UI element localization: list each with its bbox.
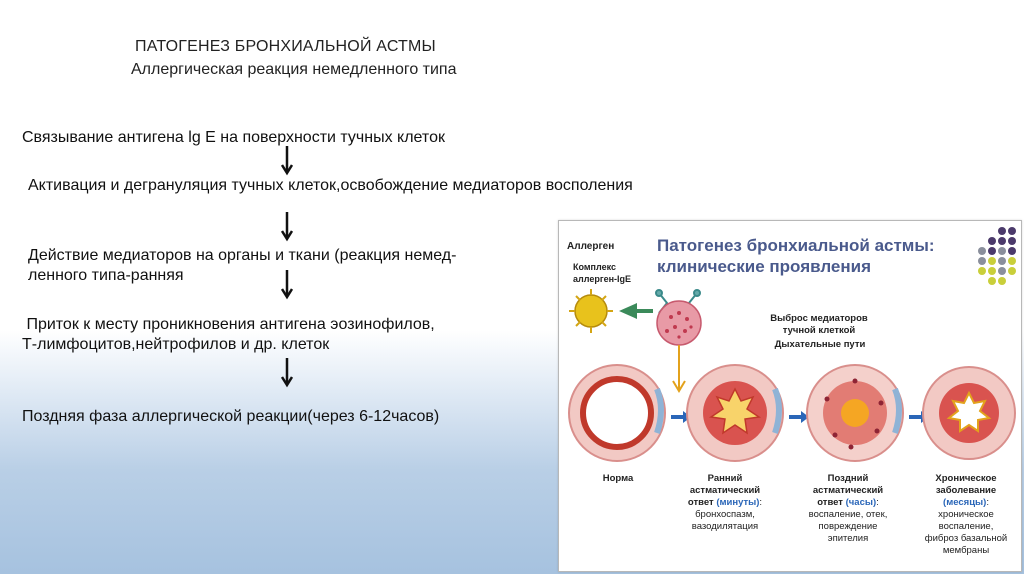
stage-chronic-desc-4: мембраны (942, 545, 990, 556)
step-5-line-1: Поздняя фаза аллергической реакции(через… (22, 408, 440, 425)
airway-sections (568, 364, 1016, 462)
stage-chronic-caption: Хроническое заболевание (месяцы): хронич… (913, 473, 1019, 557)
stage-early-colon: : (759, 497, 763, 508)
airway-early-icon (686, 364, 784, 462)
stage-chronic-line-2: заболевание (935, 485, 997, 496)
step-3: Действие медиаторов на органы и ткани (р… (28, 246, 456, 286)
stage-late-desc-1: воспаление, отек, (808, 509, 888, 520)
stage-chronic-colon: : (986, 497, 989, 508)
airway-late-icon (806, 364, 904, 462)
green-arrow-icon (619, 303, 653, 319)
down-arrow-icon (281, 212, 293, 242)
mediator-release-label: Выброс медиаторов тучной клеткой (759, 313, 879, 337)
step-4-line-1: Приток к месту проникновения антигена эо… (22, 316, 435, 333)
stage-early-line-1: Ранний (707, 473, 743, 484)
pathogenesis-figure: Патогенез бронхиальной астмы: клинически… (558, 220, 1022, 572)
step-5: Поздняя фаза аллергической реакции(через… (22, 407, 439, 427)
stage-late-caption: Поздний астматический ответ (часы): восп… (795, 473, 901, 545)
complex-label-line-1: Комплекс (573, 262, 616, 272)
stage-chronic-desc-1: хроническое (938, 509, 994, 520)
stage-late-time: (часы) (845, 497, 877, 508)
step-3-line-2: ленного типа-ранняя (28, 267, 184, 284)
slide-subtitle: Аллергическая реакция немедленного типа (131, 61, 457, 78)
progression-arrow-icon (671, 411, 691, 423)
mast-cell-icon (656, 300, 702, 346)
stage-late-colon: : (876, 497, 879, 508)
down-arrow-icon (281, 358, 293, 388)
complex-label: Комплекс аллерген-IgE (573, 261, 631, 285)
allergen-particle-icon (569, 289, 613, 333)
allergen-label: Аллерген (567, 241, 615, 252)
stage-chronic-time: (месяцы) (943, 497, 987, 508)
stage-late-desc-3: эпителия (827, 533, 869, 544)
stage-chronic-line-1: Хроническое (935, 473, 997, 484)
step-4: Приток к месту проникновения антигена эо… (22, 315, 435, 355)
stage-normal-name: Норма (602, 473, 634, 484)
stage-early-line-2: астматический (689, 485, 761, 496)
stage-early-desc-1: бронхоспазм, (695, 509, 755, 520)
mediator-release-line-2: тучной клеткой (782, 325, 856, 336)
stage-early-time: (минуты) (716, 497, 760, 508)
step-3-line-1: Действие медиаторов на органы и ткани (р… (28, 247, 457, 264)
stage-late-desc-2: повреждение (818, 521, 878, 532)
stage-chronic-desc-2: воспаление, (938, 521, 994, 532)
figure-title: Патогенез бронхиальной астмы: клинически… (657, 235, 957, 277)
stage-chronic-desc-3: фиброз базальной (924, 533, 1008, 544)
stage-normal-caption: Норма (583, 473, 653, 485)
down-arrow-icon (281, 270, 293, 300)
step-2-line-1: Активация и дегрануляция тучных клеток,о… (28, 177, 633, 194)
stage-late-line-3: ответ (817, 497, 843, 508)
decorative-dots-icon (978, 227, 1016, 285)
step-4-line-2: Т-лимфоцитов,нейтрофилов и др. клеток (22, 336, 330, 353)
complex-label-line-2: аллерген-IgE (573, 274, 632, 284)
down-arrow-icon (281, 146, 293, 176)
mediator-release-line-1: Выброс медиаторов (770, 313, 868, 324)
figure-title-line-1: Патогенез бронхиальной астмы: (657, 236, 935, 255)
slide-title: ПАТОГЕНЕЗ БРОНХИАЛЬНОЙ АСТМЫ (135, 38, 436, 55)
figure-title-line-2: клинические проявления (657, 257, 872, 276)
stage-late-line-2: астматический (812, 485, 884, 496)
step-1: Связывание антигена lg E на поверхности … (22, 128, 445, 148)
progression-arrow-icon (789, 411, 809, 423)
airway-chronic-icon (922, 366, 1016, 460)
step-1-line-1: Связывание антигена lg E на поверхности … (22, 129, 445, 146)
stage-early-line-3: ответ (687, 497, 714, 508)
stage-early-caption: Ранний астматический ответ (минуты): бро… (675, 473, 775, 533)
step-2: Активация и дегрануляция тучных клеток,о… (28, 176, 633, 196)
airway-normal-icon (568, 364, 666, 462)
airways-label: Дыхательные пути (774, 339, 866, 350)
stage-late-line-1: Поздний (827, 473, 869, 484)
allergen-illustration (569, 289, 702, 393)
stage-early-desc-2: вазодилятация (691, 521, 759, 532)
